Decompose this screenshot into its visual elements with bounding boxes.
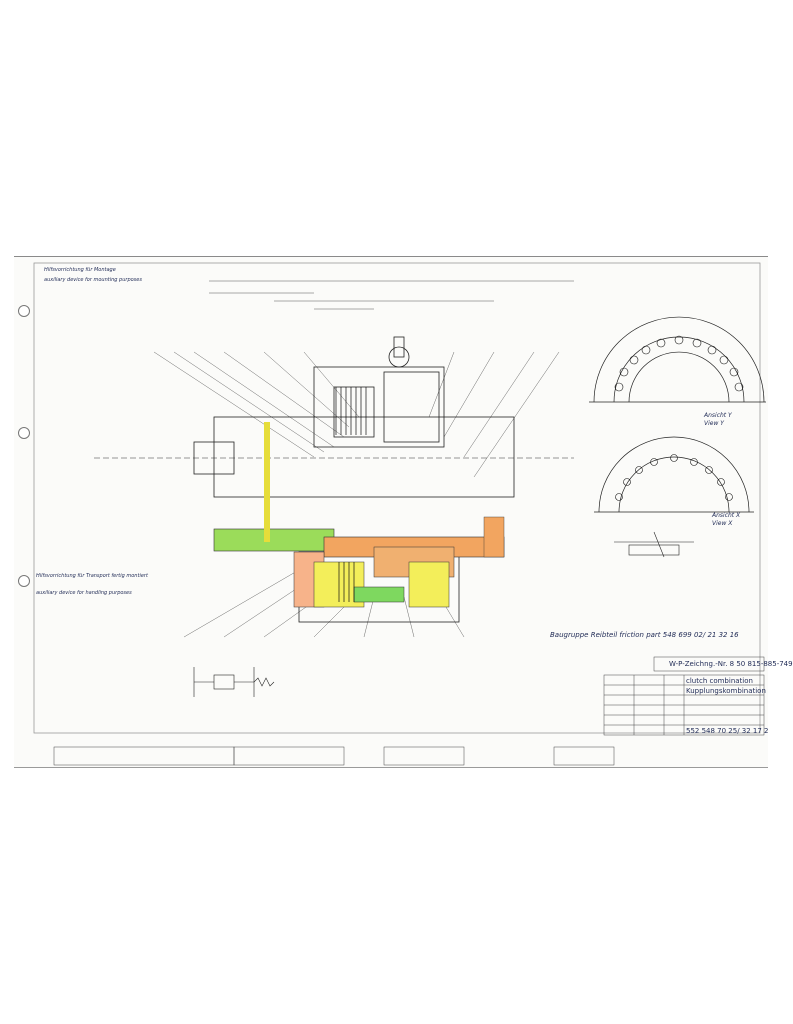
title-en: clutch combination	[686, 677, 753, 685]
drawing-sheet: Hilfsvorrichtung für Montage auxiliary d…	[14, 256, 793, 768]
punch-hole-icon	[18, 427, 30, 439]
transport-note-en: auxiliary device for handling purposes	[36, 590, 132, 596]
drawing-number: W-P-Zeichng.-Nr. 8 50 815-885-749	[669, 660, 793, 668]
assembly-note-de: Hilfsvorrichtung für Montage	[44, 267, 116, 273]
friction-part-label: Baugruppe Reibteil friction part 548 699…	[550, 631, 739, 639]
punch-hole-icon	[18, 305, 30, 317]
punch-hole-icon	[18, 575, 30, 587]
view-x-label-de: Ansicht X	[712, 512, 741, 519]
view-y-label-de: Ansicht Y	[704, 412, 732, 419]
assembly-note-en: auxiliary device for mounting purposes	[44, 277, 142, 283]
view-x-label-en: View X	[712, 520, 733, 527]
view-y-label-en: View Y	[704, 420, 724, 427]
transport-note-de: Hilfsvorrichtung für Transport fertig mo…	[36, 573, 148, 579]
part-number: 552 548 70 25/ 32 17 2	[686, 727, 769, 735]
title-de: Kupplungskombination	[686, 687, 766, 695]
technical-drawing	[33, 262, 766, 766]
